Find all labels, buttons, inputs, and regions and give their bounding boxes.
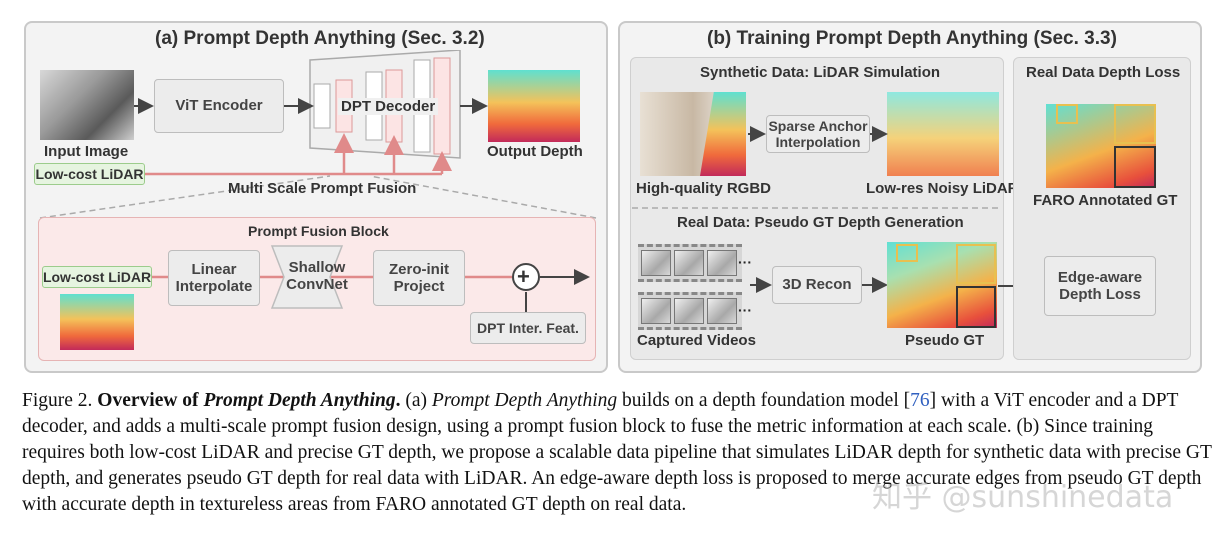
faro-label: FARO Annotated GT [1033, 192, 1178, 209]
video-frame [641, 298, 671, 324]
caption-part-a-prefix: (a) [405, 390, 427, 411]
pseudo-gt-image [887, 242, 997, 328]
loss-title: Real Data Depth Loss [1026, 64, 1181, 81]
dpt-decoder-label: DPT Decoder [338, 98, 439, 115]
zero-init-project-box: Zero-init Project [373, 250, 465, 306]
faro-zoom-box [1056, 104, 1078, 124]
input-image-label: Input Image [44, 143, 129, 160]
pseudo-gt-label: Pseudo GT [905, 332, 985, 349]
edge-loss-box: Edge-aware Depth Loss [1044, 256, 1156, 316]
fusion-lidar-box: Low-cost LiDAR [42, 266, 152, 288]
caption-citation-link[interactable]: 76 [910, 390, 930, 411]
video-frame [674, 298, 704, 324]
rgbd-label: High-quality RGBD [636, 180, 771, 197]
watermark: 知乎 @sunshinedata [872, 480, 1174, 515]
panel-a-title: (a) Prompt Depth Anything (Sec. 3.2) [155, 28, 485, 49]
output-depth-label: Output Depth [487, 143, 583, 160]
caption-part-a-italic: Prompt Depth Anything [431, 390, 618, 411]
pseudo-gt-zoom-box [956, 286, 996, 328]
caption-part-a-1: builds on a depth foundation model [ [621, 390, 911, 411]
vit-encoder-box: ViT Encoder [154, 79, 284, 133]
figure-caption: Figure 2. Overview of Prompt Depth Anyth… [22, 388, 1212, 518]
panel-a-arrows [39, 98, 597, 219]
output-depth-image [488, 70, 580, 142]
fusion-block-title: Prompt Fusion Block [248, 223, 389, 239]
real-data-title: Real Data: Pseudo GT Depth Generation [677, 214, 964, 231]
shallow-convnet-label: Shallow ConvNet [286, 259, 348, 294]
caption-bold-title: Prompt Depth Anything [203, 390, 396, 411]
caption-bold-a: Overview of [97, 390, 199, 411]
fusion-lidar-depth [60, 294, 134, 350]
faro-zoom-box [1114, 146, 1156, 188]
faro-zoom-box [1114, 104, 1156, 144]
noisy-lidar-image [887, 92, 999, 176]
lidar-input-box: Low-cost LiDAR [34, 163, 145, 185]
caption-fig: Figure 2. [22, 390, 93, 411]
plus-symbol: + [517, 264, 530, 289]
synthetic-title: Synthetic Data: LiDAR Simulation [700, 64, 941, 81]
pseudo-gt-zoom-box [896, 244, 918, 262]
panel-b-title: (b) Training Prompt Depth Anything (Sec.… [707, 28, 1117, 49]
captured-videos-label: Captured Videos [637, 332, 756, 349]
dpt-inter-feat-box: DPT Inter. Feat. [470, 312, 586, 344]
video-frame [707, 250, 737, 276]
video-frame [641, 250, 671, 276]
input-image [40, 70, 134, 140]
caption-bold-dot: . [395, 390, 401, 411]
video-frame [674, 250, 704, 276]
ellipsis-top: ··· [738, 254, 752, 270]
video-frame [707, 298, 737, 324]
pseudo-gt-zoom-box [956, 244, 996, 284]
multi-scale-label: Multi Scale Prompt Fusion [228, 180, 417, 197]
ellipsis-bottom: ··· [738, 302, 752, 318]
caption-part-a-2: ] with a ViT encoder and a DPT decoder, … [22, 390, 1212, 515]
noisy-lidar-label: Low-res Noisy LiDAR [866, 180, 1019, 197]
recon-box: 3D Recon [772, 266, 862, 304]
linear-interpolate-box: Linear Interpolate [168, 250, 260, 306]
sparse-anchor-box: Sparse Anchor Interpolation [766, 115, 870, 153]
